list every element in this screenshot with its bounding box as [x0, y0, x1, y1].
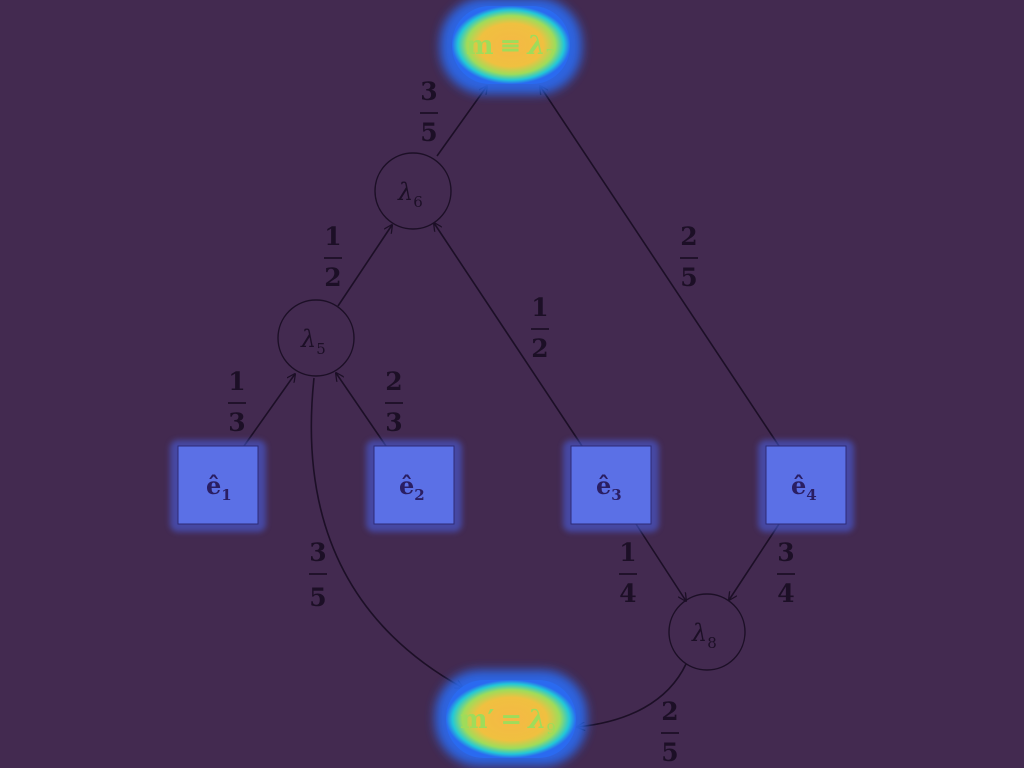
e4-label: ê4 — [791, 471, 817, 504]
svg-text:3: 3 — [777, 538, 794, 567]
node-e2: ê2 — [366, 440, 462, 532]
edge-weights: 3 5 2 5 1 2 1 2 1 3 2 3 3 — [228, 77, 795, 767]
e3-label: ê3 — [596, 471, 622, 504]
svg-text:3: 3 — [309, 538, 326, 567]
mprime-label: m′=λ9 — [460, 705, 556, 738]
weight-e3-l8: 1 4 — [619, 538, 637, 608]
weight-l8-mprime: 2 5 — [661, 697, 679, 767]
node-lambda5: λ5 — [277, 299, 355, 377]
svg-text:2: 2 — [531, 334, 548, 363]
svg-text:5: 5 — [680, 263, 697, 292]
e1-box — [177, 445, 259, 525]
node-lambda8: λ8 — [668, 593, 746, 671]
svg-text:4: 4 — [619, 579, 636, 608]
edge-e3-to-l6 — [434, 223, 583, 447]
weight-l5-l6: 1 2 — [324, 222, 342, 292]
svg-text:3: 3 — [420, 77, 437, 106]
weight-e4-l8: 3 4 — [777, 538, 795, 608]
m-label: m≡λ7 — [466, 31, 555, 64]
svg-text:3: 3 — [228, 408, 245, 437]
lambda5-label: λ5 — [300, 325, 326, 358]
e3-box — [570, 445, 652, 525]
svg-text:2: 2 — [661, 697, 678, 726]
svg-text:1: 1 — [619, 538, 636, 567]
weight-l6-m: 3 5 — [420, 77, 438, 147]
mprime-oval — [446, 680, 576, 758]
edges — [243, 86, 780, 727]
e2-label: ê2 — [399, 471, 425, 504]
svg-text:1: 1 — [324, 222, 341, 251]
svg-text:5: 5 — [661, 738, 678, 767]
m-oval — [452, 6, 570, 84]
lambda6-circle — [374, 152, 452, 230]
e1-label: ê1 — [206, 471, 232, 504]
svg-text:4: 4 — [777, 579, 794, 608]
svg-text:5: 5 — [309, 583, 326, 612]
node-lambda6: λ6 — [374, 152, 452, 230]
node-mprime: m′=λ9 — [435, 670, 587, 766]
edge-l5-to-mprime — [310, 377, 463, 688]
edge-l5-to-l6 — [337, 225, 392, 307]
e2-box — [373, 445, 455, 525]
edge-e1-to-l5 — [243, 374, 295, 447]
weight-e2-l5: 2 3 — [385, 367, 403, 437]
edge-e4-to-m — [540, 86, 780, 447]
svg-text:2: 2 — [324, 263, 341, 292]
edge-e3-to-l8 — [635, 523, 686, 601]
lambda5-circle — [277, 299, 355, 377]
edge-l6-to-m — [436, 86, 487, 157]
svg-text:1: 1 — [531, 293, 548, 322]
node-m: m≡λ7 — [440, 0, 582, 94]
lambda6-label: λ6 — [397, 178, 423, 211]
e4-box — [765, 445, 847, 525]
edge-l8-to-mprime — [577, 663, 687, 727]
lambda8-label: λ8 — [691, 619, 717, 652]
weight-l5-mprime: 3 5 — [309, 538, 327, 612]
weight-e4-m: 2 5 — [680, 222, 698, 292]
weight-e3-l6: 1 2 — [531, 293, 549, 363]
node-e1: ê1 — [170, 440, 266, 532]
edge-e4-to-l8 — [729, 523, 780, 600]
node-e4: ê4 — [758, 440, 854, 532]
svg-text:5: 5 — [420, 118, 437, 147]
edge-e2-to-l5 — [336, 373, 387, 447]
lambda8-circle — [668, 593, 746, 671]
svg-text:2: 2 — [680, 222, 697, 251]
svg-text:3: 3 — [385, 408, 402, 437]
weight-e1-l5: 1 3 — [228, 367, 246, 437]
svg-text:1: 1 — [228, 367, 245, 396]
node-e3: ê3 — [563, 440, 659, 532]
svg-text:2: 2 — [385, 367, 402, 396]
